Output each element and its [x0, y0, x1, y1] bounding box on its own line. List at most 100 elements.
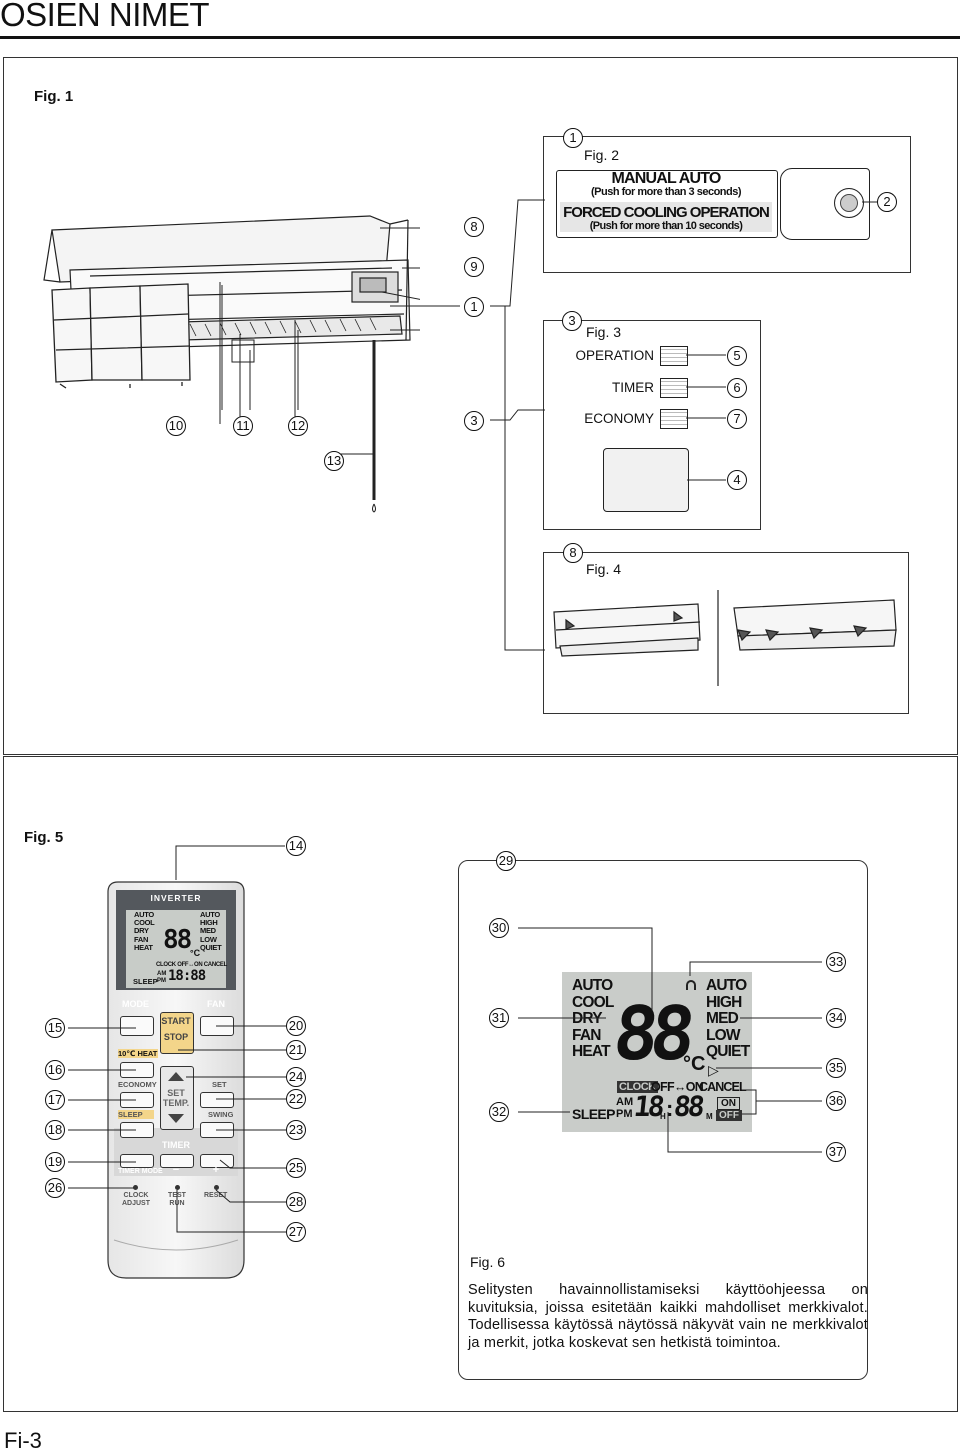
temp-up-icon[interactable]: [168, 1072, 184, 1081]
timer-minus-button[interactable]: [160, 1154, 194, 1168]
callout-14: 14: [286, 836, 306, 856]
callout-8: 8: [464, 217, 484, 237]
callout-30: 30: [489, 918, 509, 938]
remote-lcd-fan-item: AUTO: [200, 910, 220, 919]
manual-auto-button-housing: [780, 168, 870, 240]
callout-2: 2: [877, 192, 897, 212]
callout-11: 11: [233, 416, 253, 436]
test-run-button[interactable]: [175, 1185, 180, 1190]
callout-25: 25: [286, 1158, 306, 1178]
callout-28: 28: [286, 1192, 306, 1212]
callout-26: 26: [45, 1178, 65, 1198]
clock-adjust-label: CLOCK ADJUST: [118, 1192, 154, 1208]
fig2-label: Fig. 2: [584, 147, 620, 163]
display-sleep: SLEEP: [572, 1106, 616, 1122]
remote-lcd-fan: AUTO HIGH MED LOW QUIET: [200, 910, 230, 952]
temp-down-icon[interactable]: [168, 1114, 184, 1123]
start-stop-button[interactable]: [160, 1012, 194, 1054]
display-h: H: [660, 1112, 666, 1121]
sleep-btn-label: SLEEP: [118, 1110, 154, 1119]
callout-22: 22: [286, 1089, 306, 1109]
fig5-frame: [3, 756, 958, 1412]
fig3-label: Fig. 3: [586, 324, 622, 340]
remote-lcd-fan-item: LOW: [200, 934, 217, 944]
fig1-label: Fig. 1: [34, 88, 74, 105]
mode-label: MODE: [122, 999, 149, 1009]
timer-mode-label: TIMER MODE: [118, 1168, 163, 1175]
callout-4: 4: [727, 470, 747, 490]
callout-1b: 1: [464, 297, 484, 317]
callout-19: 19: [45, 1152, 65, 1172]
display-mode: HEAT: [572, 1043, 611, 1060]
clock-adjust-label-1: CLOCK: [123, 1192, 149, 1199]
timer-plus-label: +: [212, 1164, 220, 1176]
remote-leader-lines: [68, 845, 286, 1233]
display-m: M: [706, 1112, 713, 1121]
clock-adjust-button[interactable]: [133, 1185, 138, 1190]
display-cancel: CANCEL: [699, 1080, 747, 1094]
fig1-leader-lines: [221, 199, 545, 651]
callout-10: 10: [166, 416, 186, 436]
mode-button[interactable]: [120, 1016, 154, 1036]
display-colon: :: [666, 1096, 674, 1121]
callout-3b: 3: [464, 411, 484, 431]
heat10-label: 10℃ HEAT: [118, 1049, 158, 1058]
remote-lcd-timer-row: CLOCK OFF↔ON CANCEL: [156, 962, 227, 968]
remote-lcd-digits: 88: [163, 925, 192, 955]
remote-lcd-fan-item: MED: [200, 926, 216, 936]
display-fan: AUTO HIGH MED LOW QUIET: [706, 977, 750, 1061]
economy-btn-label: ECONOMY: [118, 1080, 157, 1089]
remote-lcd-minutes: 88: [190, 968, 206, 984]
callout-15: 15: [45, 1018, 65, 1038]
callout-12: 12: [288, 416, 308, 436]
remote-lcd-fan-item: QUIET: [200, 942, 222, 952]
fig4-drawing: [553, 590, 897, 686]
display-pm: PM: [616, 1108, 633, 1120]
set-button[interactable]: [200, 1092, 234, 1108]
callout-16: 16: [45, 1060, 65, 1080]
economy-label: ECONOMY: [584, 411, 654, 426]
timer-minus-label: −: [172, 1164, 180, 1176]
reset-button[interactable]: [214, 1185, 219, 1190]
callout-36: 36: [826, 1091, 846, 1111]
remote-lcd-mode: DRY: [134, 926, 149, 936]
remote-lcd-hours: 18: [168, 968, 184, 984]
remote-lcd-mode: COOL: [134, 918, 155, 928]
remote-receiver: [603, 448, 689, 512]
forced-cooling-text: FORCED COOLING OPERATION: [563, 204, 770, 221]
display-fan-item: MED: [706, 1010, 739, 1027]
swing-btn-label: SWING: [208, 1110, 234, 1119]
forced-cooling-band: [560, 202, 772, 232]
remote-lcd-unit: °C: [190, 948, 201, 958]
callout-8b: 8: [563, 543, 583, 563]
remote-lcd-sleep: SLEEP: [133, 977, 158, 986]
stop-label: STOP: [163, 1032, 189, 1042]
manual-auto-button[interactable]: [834, 188, 864, 218]
remote-brand: INVERTER: [150, 893, 202, 903]
swing-icon: ▷: [708, 1062, 719, 1078]
fig6-panel: [458, 860, 868, 1380]
fig3-leaders: [686, 354, 726, 481]
callout-1: 1: [563, 128, 583, 148]
callout-24: 24: [286, 1067, 306, 1087]
fan-label: FAN: [207, 999, 225, 1009]
signal-icon: [686, 980, 696, 990]
indoor-unit-drawing: [43, 215, 420, 513]
operation-label: OPERATION: [575, 348, 654, 363]
manual-auto-sub: (Push for more than 3 seconds): [590, 186, 742, 198]
display-mode: AUTO: [572, 977, 613, 994]
callout-29: 29: [496, 851, 516, 871]
display-fan-item: QUIET: [706, 1043, 750, 1060]
display-leader-lines: [518, 927, 822, 1153]
operation-lamp: [660, 346, 688, 366]
callout-31: 31: [489, 1008, 509, 1028]
fig2-panel: [543, 136, 911, 273]
timer-mode-button[interactable]: [120, 1154, 154, 1168]
callout-3: 3: [562, 311, 582, 331]
display-off-on: OFF↔ON: [651, 1080, 704, 1094]
display-mode: FAN: [572, 1026, 601, 1044]
callout-35: 35: [826, 1058, 846, 1078]
fig4-panel: [543, 552, 909, 714]
remote-lcd-pm: PM: [157, 978, 166, 984]
display-fan-item: LOW: [706, 1026, 741, 1044]
